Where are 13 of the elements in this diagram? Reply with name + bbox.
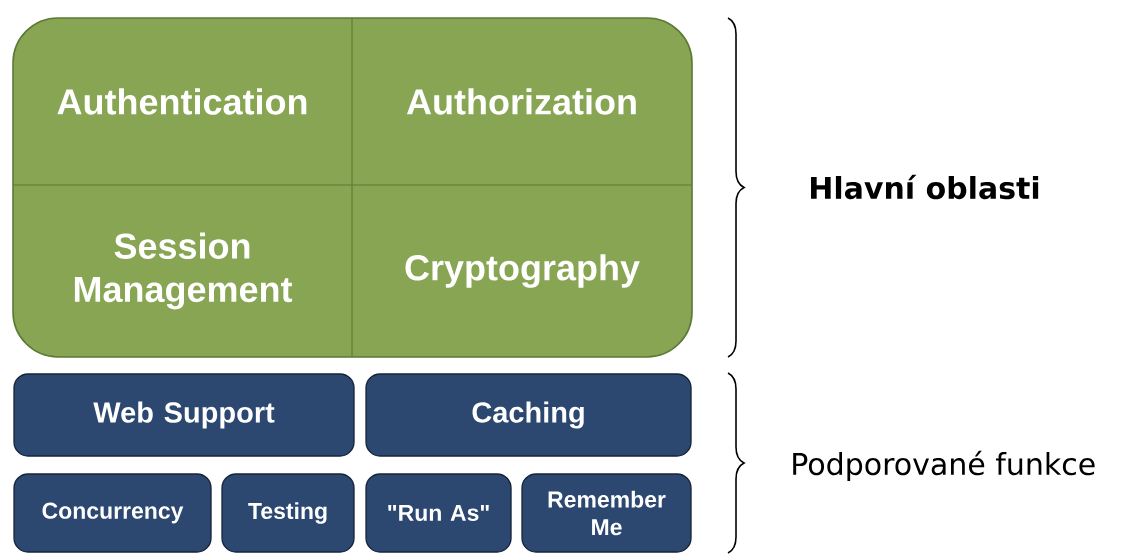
feature-box: Testing: [221, 473, 355, 553]
feature-cell: Cryptography: [405, 254, 640, 288]
feature-cell: Authorization: [406, 88, 636, 115]
feature-cell: Authentication: [57, 88, 307, 115]
feature-box: Web Support: [13, 373, 355, 457]
heading-label: Hlavní oblasti: [811, 174, 1039, 200]
brace-label: Podporované funkce: [793, 450, 1095, 482]
feature-box: Caching: [365, 373, 692, 457]
feature-panel: [12, 17, 693, 358]
feature-cell: Session Management: [74, 232, 293, 310]
feature-box: "Run As": [365, 473, 512, 553]
feature-box: Remember Me: [521, 473, 692, 553]
feature-box: Concurrency: [13, 473, 212, 553]
